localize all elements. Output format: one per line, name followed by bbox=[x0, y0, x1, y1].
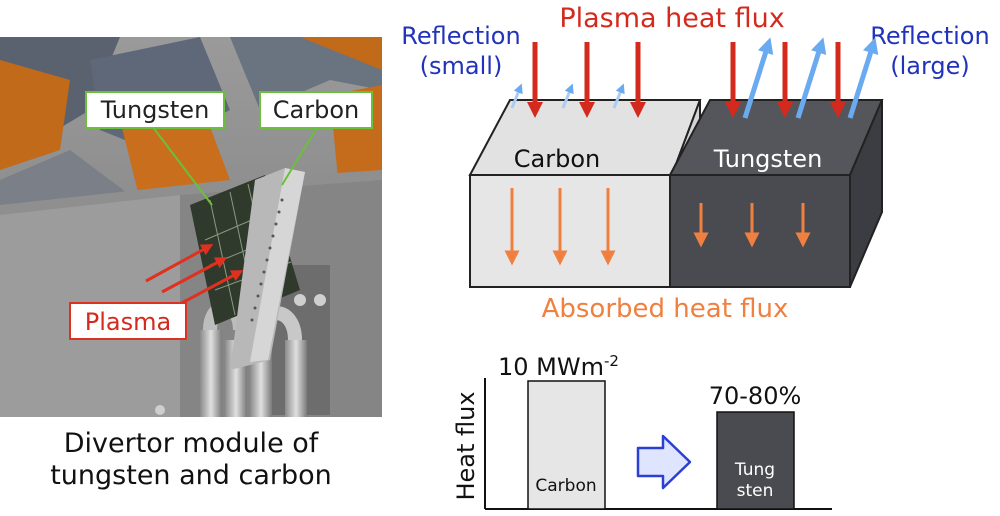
reflection-small-arrows bbox=[510, 83, 625, 109]
carbon-block: Carbon bbox=[468, 99, 702, 288]
plasma-label: Plasma bbox=[85, 308, 171, 336]
y-axis-label: Heat flux bbox=[452, 391, 480, 500]
tungsten-bar-label-line1: Tung bbox=[734, 460, 775, 480]
plasma-arrow-2 bbox=[161, 257, 228, 294]
reflection-small-line1: Reflection bbox=[401, 22, 520, 50]
tungsten-block: Tungsten bbox=[668, 99, 884, 288]
carbon-bar bbox=[527, 380, 606, 510]
tungsten-label: Tungsten bbox=[100, 96, 210, 124]
carbon-label: Carbon bbox=[273, 96, 359, 124]
figure-caption: Divertor module of tungsten and carbon bbox=[0, 428, 382, 492]
reflection-large-line2: (large) bbox=[890, 52, 970, 80]
tungsten-bar-label-line2: sten bbox=[737, 481, 774, 501]
plasma-label-box: Plasma bbox=[69, 302, 187, 340]
carbon-block-label: Carbon bbox=[514, 145, 600, 173]
carbon-value-label: 10 MWm-2 bbox=[498, 352, 619, 381]
carbon-leader-line bbox=[281, 125, 319, 186]
reflection-small-arrow-3 bbox=[612, 83, 625, 109]
reflection-small-arrow-2 bbox=[561, 83, 574, 109]
absorbed-arrows-tungsten bbox=[693, 203, 811, 248]
tungsten-leader-line bbox=[151, 125, 213, 206]
reflection-large-arrow-1 bbox=[742, 37, 774, 119]
absorbed-heat-flux-label: Absorbed heat flux bbox=[542, 294, 789, 324]
incoming-heat-arrows bbox=[526, 42, 847, 119]
carbon-bar-label: Carbon bbox=[535, 476, 596, 496]
reflection-large-arrows bbox=[742, 37, 879, 119]
caption-line-2: tungsten and carbon bbox=[50, 460, 332, 491]
reflection-small-line2: (small) bbox=[420, 52, 503, 80]
plasma-heat-flux-title: Plasma heat flux bbox=[559, 3, 784, 34]
plasma-arrow-3 bbox=[177, 270, 244, 307]
reflection-small-arrow-1 bbox=[510, 83, 523, 109]
tungsten-bar bbox=[716, 411, 795, 510]
tungsten-value-label: 70-80% bbox=[709, 382, 802, 410]
tungsten-label-box: Tungsten bbox=[85, 91, 225, 129]
heat-flux-bar-chart: Heat flux Carbon 10 MWm-2 Tung sten 70-8… bbox=[452, 352, 832, 510]
reflection-large-arrow-3 bbox=[847, 37, 879, 119]
carbon-label-box: Carbon bbox=[259, 91, 373, 129]
plasma-arrow-1 bbox=[145, 244, 214, 283]
reduction-arrow bbox=[636, 434, 692, 490]
reflection-large-arrow-2 bbox=[795, 37, 827, 119]
absorbed-arrows-carbon bbox=[504, 188, 616, 266]
caption-line-1: Divertor module of bbox=[63, 428, 319, 459]
reflection-large-line1: Reflection bbox=[870, 22, 989, 50]
tungsten-block-label: Tungsten bbox=[713, 145, 823, 173]
plasma-arrows bbox=[145, 244, 244, 307]
